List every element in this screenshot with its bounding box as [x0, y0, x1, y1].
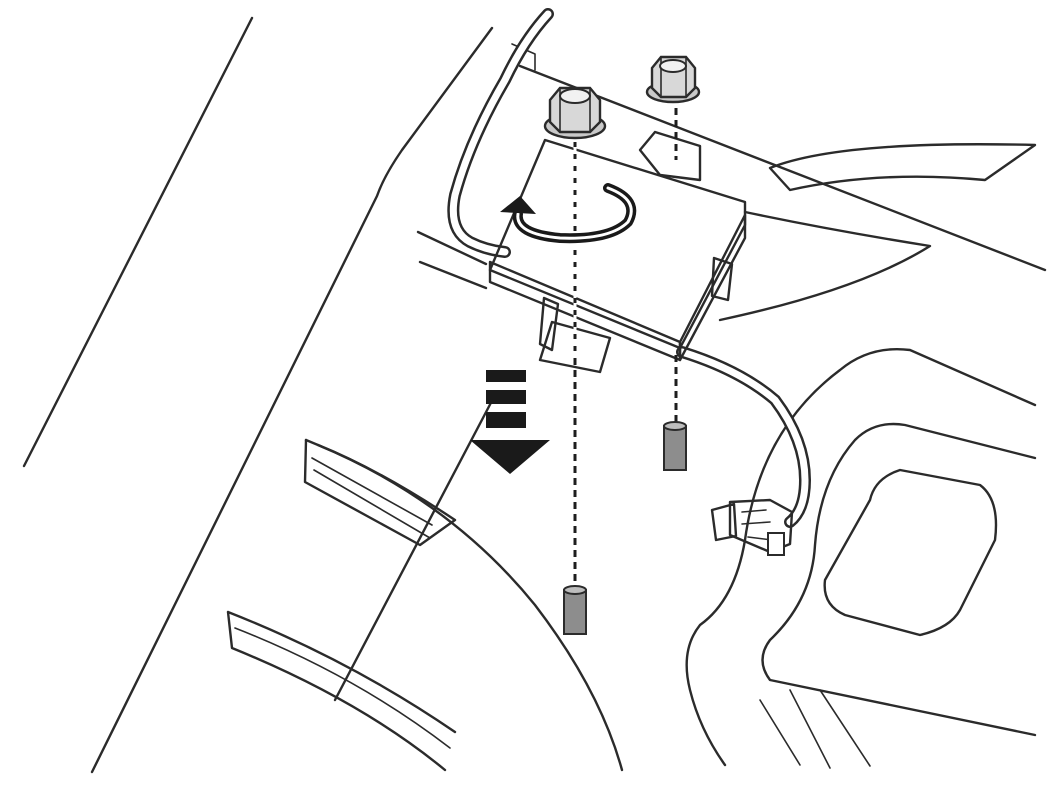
seat-cutout [823, 468, 998, 637]
wing-shape-lower [718, 210, 932, 322]
left-flange-nut [543, 86, 607, 140]
right-flange-nut [645, 55, 701, 104]
seat-frame [685, 348, 1037, 769]
wire-connector [710, 498, 794, 556]
rotate-arrow-icon [500, 183, 637, 244]
module-side-lug [538, 296, 560, 352]
vent-block-top [303, 438, 457, 547]
wire-right-core [678, 348, 809, 526]
control-module [488, 130, 747, 374]
vent-slats [311, 457, 433, 539]
module-rear-tab [638, 130, 702, 182]
lower-panel-slats [234, 627, 451, 749]
mounting-studs [563, 421, 687, 635]
module-side-front [488, 260, 682, 362]
wing-shape [768, 143, 1037, 192]
seat-rail [759, 689, 871, 769]
left-trim-line-inner [90, 26, 494, 774]
wire-harness [447, 8, 812, 556]
lower-panel [226, 610, 457, 772]
wire-left [447, 8, 554, 258]
fastener-axes [573, 96, 678, 590]
ledge-line [416, 230, 488, 290]
vehicle-panels [22, 16, 1047, 774]
module-side-right [678, 213, 747, 362]
seat-frame-inner [761, 422, 1037, 737]
wire-left-core [449, 10, 552, 256]
upper-body-line [518, 64, 1047, 272]
seat-frame-outer [685, 348, 1037, 767]
left-trim-line-outer [22, 16, 254, 468]
center-panel-edge [333, 393, 497, 702]
module-clip [710, 256, 734, 302]
right-stud [663, 421, 687, 471]
left-stud [563, 585, 587, 635]
down-arrow-icon [470, 370, 550, 474]
